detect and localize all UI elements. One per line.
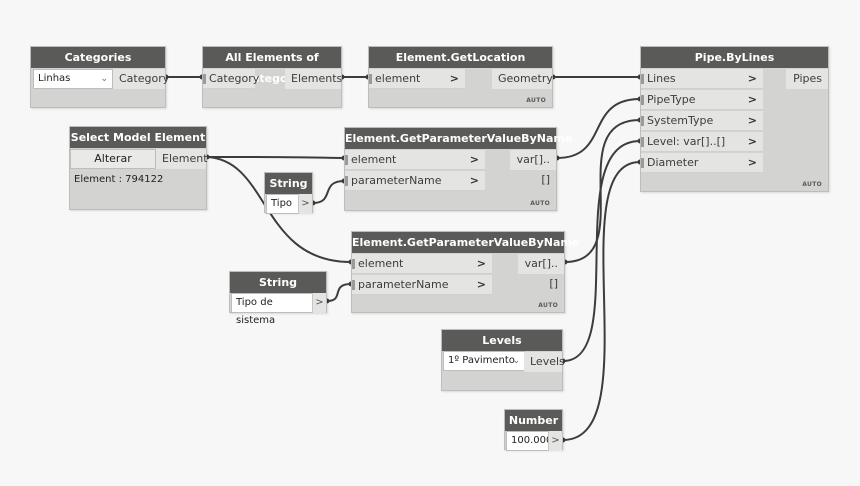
chevron-right-icon: > — [469, 153, 479, 166]
output-port-number[interactable]: > — [548, 431, 562, 451]
get-parameter-node-1[interactable]: Element.GetParameterValueByName element … — [344, 127, 572, 211]
string-tipo-sistema-node[interactable]: String Tipo de sistema > — [229, 271, 327, 326]
categories-dropdown[interactable]: Linhas ⌄ — [33, 69, 113, 89]
get-location-node[interactable]: Element.GetLocation element > Geometry A… — [368, 46, 553, 108]
number-value-field[interactable]: 100.000 — [506, 431, 552, 451]
lacing-label: AUTO — [530, 200, 550, 207]
input-port-pipetype[interactable]: PipeType > — [641, 90, 763, 110]
wire-sistema-to-param2 — [326, 283, 352, 302]
string-tipo-node[interactable]: String Tipo > — [264, 172, 313, 214]
select-model-element-node[interactable]: Select Model Element Alterar Element Ele… — [69, 126, 208, 210]
node-title: Element.GetParameterValueByName — [352, 232, 579, 253]
wire-levels-to-level — [562, 140, 641, 362]
node-title: Categories — [31, 47, 165, 68]
chevron-down-icon: ⌄ — [512, 356, 520, 366]
chevron-right-icon: > — [449, 72, 459, 85]
wire-tipo-to-param1 — [312, 180, 345, 204]
output-port-elements[interactable]: Elements — [285, 69, 342, 89]
levels-node[interactable]: Levels 1º Pavimento ⌄ Levels — [441, 329, 565, 391]
string-value-field[interactable]: Tipo — [266, 194, 299, 214]
lacing-label: AUTO — [538, 302, 558, 309]
levels-dropdown[interactable]: 1º Pavimento ⌄ — [443, 351, 525, 371]
node-title: Number — [505, 410, 562, 431]
string-value-field[interactable]: Tipo de sistema — [231, 293, 313, 326]
input-port-parametername[interactable]: parameterName > — [352, 275, 492, 295]
output-port-levels[interactable]: Levels — [524, 352, 565, 372]
output-port-string[interactable]: > — [298, 194, 312, 214]
chevron-right-icon: > — [476, 257, 486, 270]
chevron-right-icon: > — [747, 93, 757, 106]
output-port-element[interactable]: Element — [156, 149, 208, 169]
node-title: All Elements of Category — [203, 47, 341, 85]
node-title: Element.GetLocation — [369, 47, 552, 68]
output-port-category[interactable]: Category — [113, 69, 169, 89]
node-title: Select Model Element — [70, 127, 206, 148]
input-port-systemtype[interactable]: SystemType > — [641, 111, 763, 131]
chevron-right-icon: > — [747, 72, 757, 85]
output-port-pipes[interactable]: Pipes — [786, 69, 828, 89]
output-port-geometry[interactable]: Geometry — [492, 69, 553, 89]
get-parameter-node-2[interactable]: Element.GetParameterValueByName element … — [351, 231, 579, 313]
chevron-right-icon: > — [747, 114, 757, 127]
input-port-element[interactable]: element > — [352, 254, 492, 274]
node-title: Levels — [442, 330, 562, 351]
input-port-parametername[interactable]: parameterName > — [345, 171, 485, 191]
lacing-label: AUTO — [802, 181, 822, 188]
input-port-element[interactable]: element > — [369, 69, 465, 89]
output-port-var[interactable]: var[]..[] — [510, 150, 556, 186]
dropdown-value: Linhas — [38, 73, 71, 84]
chevron-right-icon: > — [469, 174, 479, 187]
node-title: String — [265, 173, 312, 194]
all-elements-node[interactable]: All Elements of Category Category Elemen… — [202, 46, 342, 108]
output-port-var[interactable]: var[]..[] — [518, 254, 564, 290]
node-title: Element.GetParameterValueByName — [345, 128, 572, 149]
input-port-level[interactable]: Level: var[]..[] > — [641, 132, 763, 152]
input-port-category[interactable]: Category — [203, 69, 259, 89]
input-port-element[interactable]: element > — [345, 150, 485, 170]
node-title: Pipe.ByLines — [641, 47, 828, 68]
node-title: String — [230, 272, 326, 293]
chevron-down-icon: ⌄ — [100, 74, 108, 84]
chevron-right-icon: > — [747, 156, 757, 169]
number-node[interactable]: Number 100.000 > — [504, 409, 563, 451]
input-port-lines[interactable]: Lines > — [641, 69, 763, 89]
output-port-string[interactable]: > — [312, 293, 326, 313]
alterar-button[interactable]: Alterar — [70, 149, 156, 169]
dropdown-value: 1º Pavimento — [448, 355, 515, 366]
wire-number-to-diameter — [562, 161, 641, 441]
selected-element-info: Element : 794122 — [74, 174, 164, 185]
chevron-right-icon: > — [747, 135, 757, 148]
lacing-label: AUTO — [526, 97, 546, 104]
wire-param1-to-pipetype — [556, 98, 641, 159]
pipe-by-lines-node[interactable]: Pipe.ByLines Lines > PipeType > SystemTy… — [640, 46, 829, 192]
categories-node[interactable]: Categories Linhas ⌄ Category — [30, 46, 169, 108]
input-port-diameter[interactable]: Diameter > — [641, 153, 763, 173]
wire-element-to-param1 — [206, 156, 345, 159]
chevron-right-icon: > — [476, 278, 486, 291]
